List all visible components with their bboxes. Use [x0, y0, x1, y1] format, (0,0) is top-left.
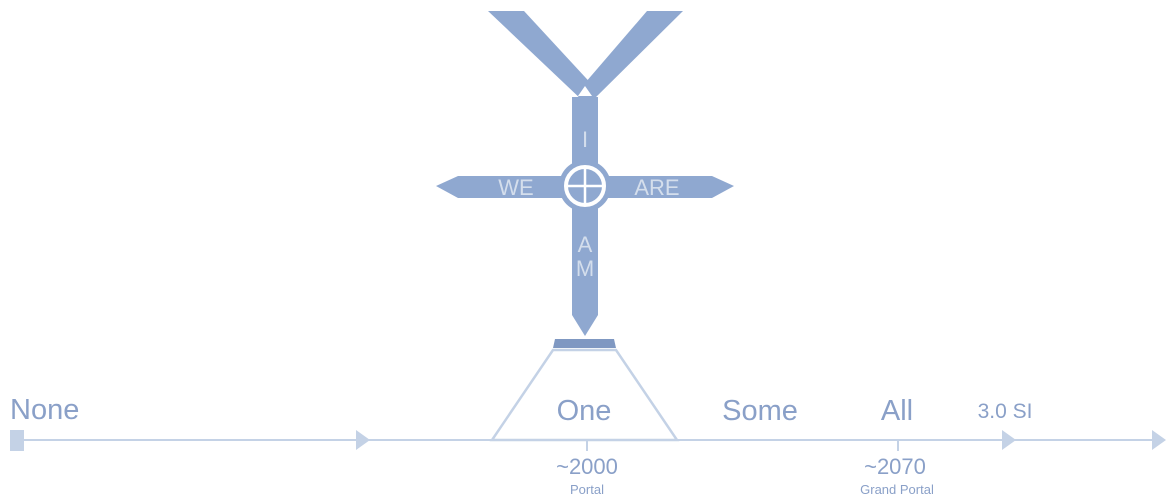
marker-2070: ~2070 Grand Portal: [860, 454, 934, 497]
label-one: One: [557, 395, 612, 427]
crosshair-circle-icon: [559, 160, 611, 212]
arrow-right-icon: [1002, 430, 1016, 450]
figure-label-bottom-m: M: [576, 256, 594, 281]
figure-label-right: ARE: [634, 175, 679, 200]
arrow-right-icon: [356, 430, 370, 450]
marker-caption: Grand Portal: [860, 482, 934, 497]
marker-2000: ~2000 Portal: [556, 454, 618, 497]
figure-label-top: I: [582, 127, 588, 152]
label-some: Some: [722, 395, 798, 427]
y-right-arm: [579, 11, 683, 102]
label-none: None: [10, 394, 79, 426]
figure-label-bottom-a: A: [578, 232, 593, 257]
y-figure: [488, 11, 683, 102]
marker-year: ~2000: [556, 454, 618, 479]
pedestal-cap: [553, 339, 616, 348]
timeline-start-marker: [10, 430, 24, 451]
label-si: 3.0 SI: [978, 400, 1033, 423]
figure-label-left: WE: [498, 175, 533, 200]
label-all: All: [881, 395, 913, 427]
marker-caption: Portal: [570, 482, 604, 497]
cross-figure: I WE ARE A M: [436, 97, 734, 336]
arrow-right-icon: [1152, 430, 1166, 450]
marker-year: ~2070: [864, 454, 926, 479]
